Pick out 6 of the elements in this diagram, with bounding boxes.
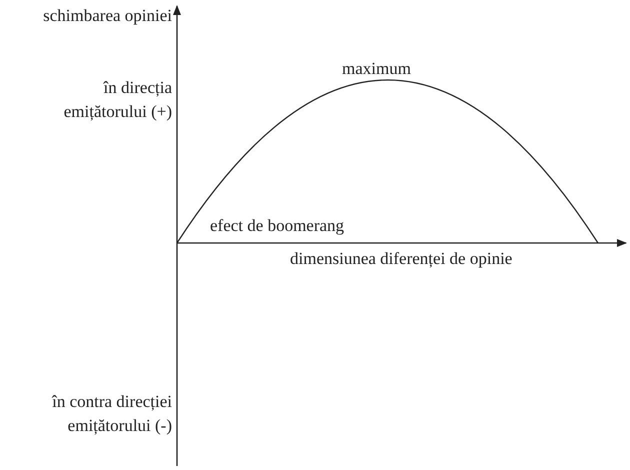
axis-title: schimbarea opiniei: [42, 5, 172, 27]
curve-label: efect de boomerang: [210, 215, 346, 237]
axis-title: dimensiunea diferenței de opinie: [290, 248, 514, 270]
axis-label: în contra direcției emițătorului (-): [50, 391, 172, 437]
curve-label: maximum: [342, 58, 412, 80]
axis-label: în direcția emițătorului (+): [62, 77, 172, 123]
